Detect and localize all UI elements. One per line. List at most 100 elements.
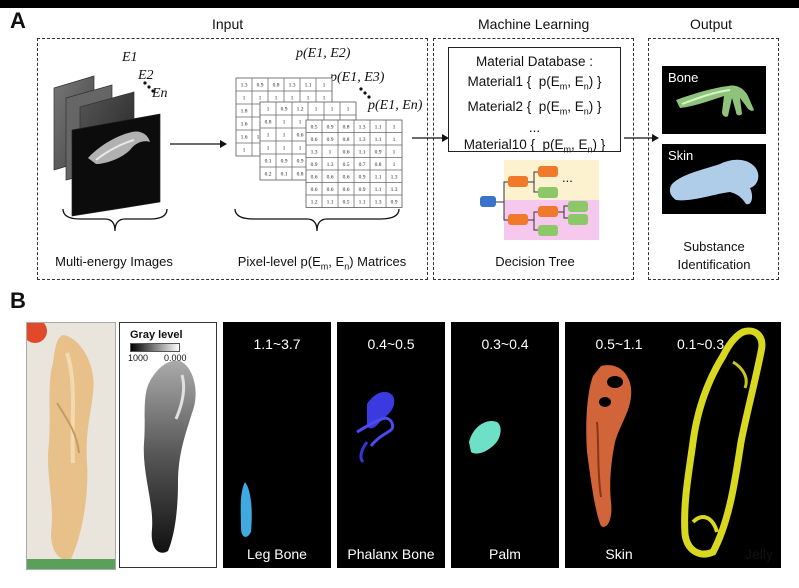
database-header: Material Database :	[475, 54, 594, 69]
tissue-panel-jelly: 0.1~0.3 Jelly	[673, 322, 781, 568]
matrix-value: 1	[275, 96, 278, 102]
top-border	[0, 0, 799, 8]
matrix-value: 0.6	[297, 133, 304, 139]
brace-matrices	[234, 208, 400, 232]
arrow-to-output	[624, 134, 659, 142]
matrix-label-n: p(E1, En)	[368, 98, 423, 113]
matrix-value: 0.9	[359, 174, 366, 180]
database-row-2: Material2 { p(Em, En) }	[467, 98, 602, 117]
palm-shape	[469, 420, 501, 454]
output-skin-label: Skin	[668, 148, 694, 163]
gray-level-max: 1000	[128, 353, 149, 363]
matrix-value: 1.1	[359, 149, 366, 155]
tissue-panel-phalanx-bone: 0.4~0.5 Phalanx Bone	[337, 322, 445, 568]
matrix-value: 0.8	[343, 137, 350, 143]
matrix-value: 1.3	[359, 137, 366, 143]
brace-images	[62, 208, 168, 232]
matrix-value: 0.6	[311, 174, 318, 180]
matrix-value: 1.3	[311, 149, 318, 155]
matrix-value: 1	[243, 148, 246, 154]
database-row-1: Material1 { p(Em, En) }	[467, 74, 602, 92]
tissue-range-palm: 0.3~0.4	[481, 336, 529, 352]
multi-energy-stack	[53, 75, 161, 217]
skin-shape	[669, 159, 759, 205]
matrix-value: 0.1	[265, 159, 272, 165]
tissue-panel-skin: 0.5~1.1 Skin	[565, 322, 673, 568]
matrix-value: 0.9	[327, 137, 334, 143]
output-bone-label: Bone	[668, 70, 699, 85]
matrix-value: 1	[347, 107, 350, 113]
matrix-value: 1.3	[375, 199, 382, 205]
gray-level-image: Gray level 1000 0.000	[119, 322, 217, 568]
caption-multi-energy: Multi-energy Images	[55, 254, 173, 269]
bone-shape	[676, 85, 754, 117]
matrix-cell	[385, 194, 403, 208]
matrix-value: 0.9	[281, 159, 288, 165]
matrix-value: 0.9	[327, 124, 334, 130]
matrix-value: 1.3	[241, 83, 248, 89]
matrix-value: 0.8	[343, 124, 350, 130]
output-box	[648, 38, 779, 280]
matrix-value: 1.2	[311, 199, 318, 205]
matrix-value: 1	[393, 137, 396, 143]
matrix-value: 1.1	[375, 187, 382, 193]
caption-matrices: Pixel-level p(Em, En) Matrices	[237, 254, 407, 272]
matrix-value: 1.1	[375, 124, 382, 130]
matrix-value: 1	[283, 146, 286, 152]
matrix-value: 0.8	[375, 162, 382, 168]
database-row-10: Material10 { p(Em, En) }	[463, 137, 606, 156]
specimen-photo-drawing	[27, 323, 115, 569]
gray-level-title: Gray level	[130, 329, 183, 341]
input-box	[37, 38, 428, 280]
matrix-value: 0.6	[343, 149, 350, 155]
matrix-value: 0.9	[391, 199, 398, 205]
leg-bone-shape	[240, 482, 252, 537]
tissue-name-skin: Skin	[605, 546, 633, 562]
tree-ellipsis: ...	[562, 170, 573, 185]
matrix-value: 1	[393, 162, 396, 168]
matrix-value: 1.1	[305, 83, 312, 89]
gray-level-colorbar	[130, 343, 180, 352]
matrix-value: 1.8	[241, 109, 248, 115]
tissue-range-jelly: 0.1~0.3	[677, 336, 725, 352]
ml-box	[433, 38, 634, 280]
matrix-value: 1	[393, 149, 396, 155]
database-row-ellipsis: ...	[528, 120, 541, 136]
matrix-value: 0.6	[343, 174, 350, 180]
matrix-value: 1	[283, 120, 286, 126]
phalanx-bone-shape	[356, 391, 395, 464]
ellipsis-dots	[143, 81, 155, 93]
arrow-to-ml	[412, 134, 449, 142]
matrix-ellipsis-dots	[359, 87, 371, 99]
tissue-name-leg-bone: Leg Bone	[247, 546, 307, 562]
matrix-value: 0.6	[311, 137, 318, 143]
matrix-value: 1	[299, 146, 302, 152]
matrix-value: 1.3	[359, 124, 366, 130]
matrix-value: 1	[393, 124, 396, 130]
matrix-value: 0.6	[311, 187, 318, 193]
tissue-range-skin: 0.5~1.1	[595, 336, 643, 352]
matrix-value: 0.7	[359, 162, 366, 168]
matrix-value: 1	[267, 146, 270, 152]
matrix-value: 1	[291, 96, 294, 102]
decision-tree-diagram	[480, 160, 599, 240]
gray-level-min: 0.000	[164, 353, 187, 363]
matrix-value: 1.1	[375, 137, 382, 143]
matrix-value: 1	[267, 133, 270, 139]
output-bone-image: Bone	[662, 66, 766, 134]
tissue-panel-leg-bone: 1.1~3.7 Leg Bone	[223, 322, 331, 568]
output-skin-image: Skin	[662, 144, 766, 214]
matrix-value: 0.9	[281, 107, 288, 113]
matrix-value: 1	[283, 133, 286, 139]
panel-a-label: A	[10, 8, 26, 33]
tissue-name-jelly: Jelly	[744, 546, 773, 562]
caption-substance-identification: Substance Identification	[677, 239, 751, 272]
matrix-value: 0.8	[265, 120, 272, 126]
panel-b-label: B	[10, 288, 26, 313]
matrix-value: 1.1	[359, 199, 366, 205]
specimen-photo	[26, 322, 116, 570]
matrix-value: 1.1	[375, 174, 382, 180]
matrix-value: 1	[315, 107, 318, 113]
matrix-value: 0.5	[343, 199, 350, 205]
energy-label-n: En	[152, 86, 168, 101]
